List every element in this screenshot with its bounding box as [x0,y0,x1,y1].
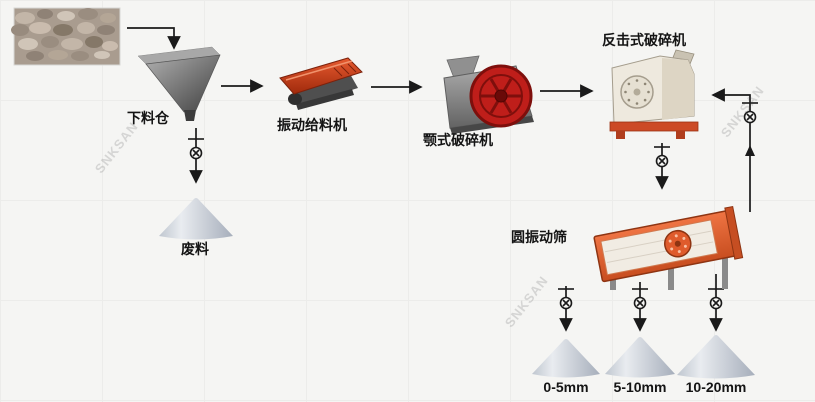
waste-pile-icon [159,198,233,240]
jaw-crusher-icon [443,55,534,134]
label-feeder: 振动给料机 [277,117,347,133]
label-jaw-crusher: 颚式破碎机 [423,132,493,148]
return-up-arrowhead [745,145,755,156]
discharge-gate-icon [632,288,648,310]
product-pile-coarse-icon [677,335,755,379]
discharge-gate-icon [742,102,758,124]
label-product-medium: 5-10mm [613,379,667,395]
product-pile-fine-icon [532,339,600,378]
discharge-gate-icon [188,138,204,160]
vibrating-screen-icon [593,205,744,290]
discharge-gate-icon [558,288,574,310]
discharge-gate-icon [708,288,724,310]
impact-crusher-icon [609,49,699,139]
label-product-fine: 0-5mm [543,379,589,395]
arrow-material-to-hopper [127,27,181,50]
vibrating-feeder-icon [279,57,363,110]
raw-material-photo [11,7,121,66]
label-hopper: 下料仓 [127,110,169,126]
label-waste: 废料 [181,241,209,257]
hopper-icon [137,46,221,121]
discharge-gate-icon [654,146,670,168]
label-product-coarse: 10-20mm [685,379,747,395]
label-screen: 圆振动筛 [511,229,567,245]
arrow-return-to-impact [711,88,751,212]
label-impact-crusher: 反击式破碎机 [602,32,686,48]
product-pile-medium-icon [605,337,675,378]
